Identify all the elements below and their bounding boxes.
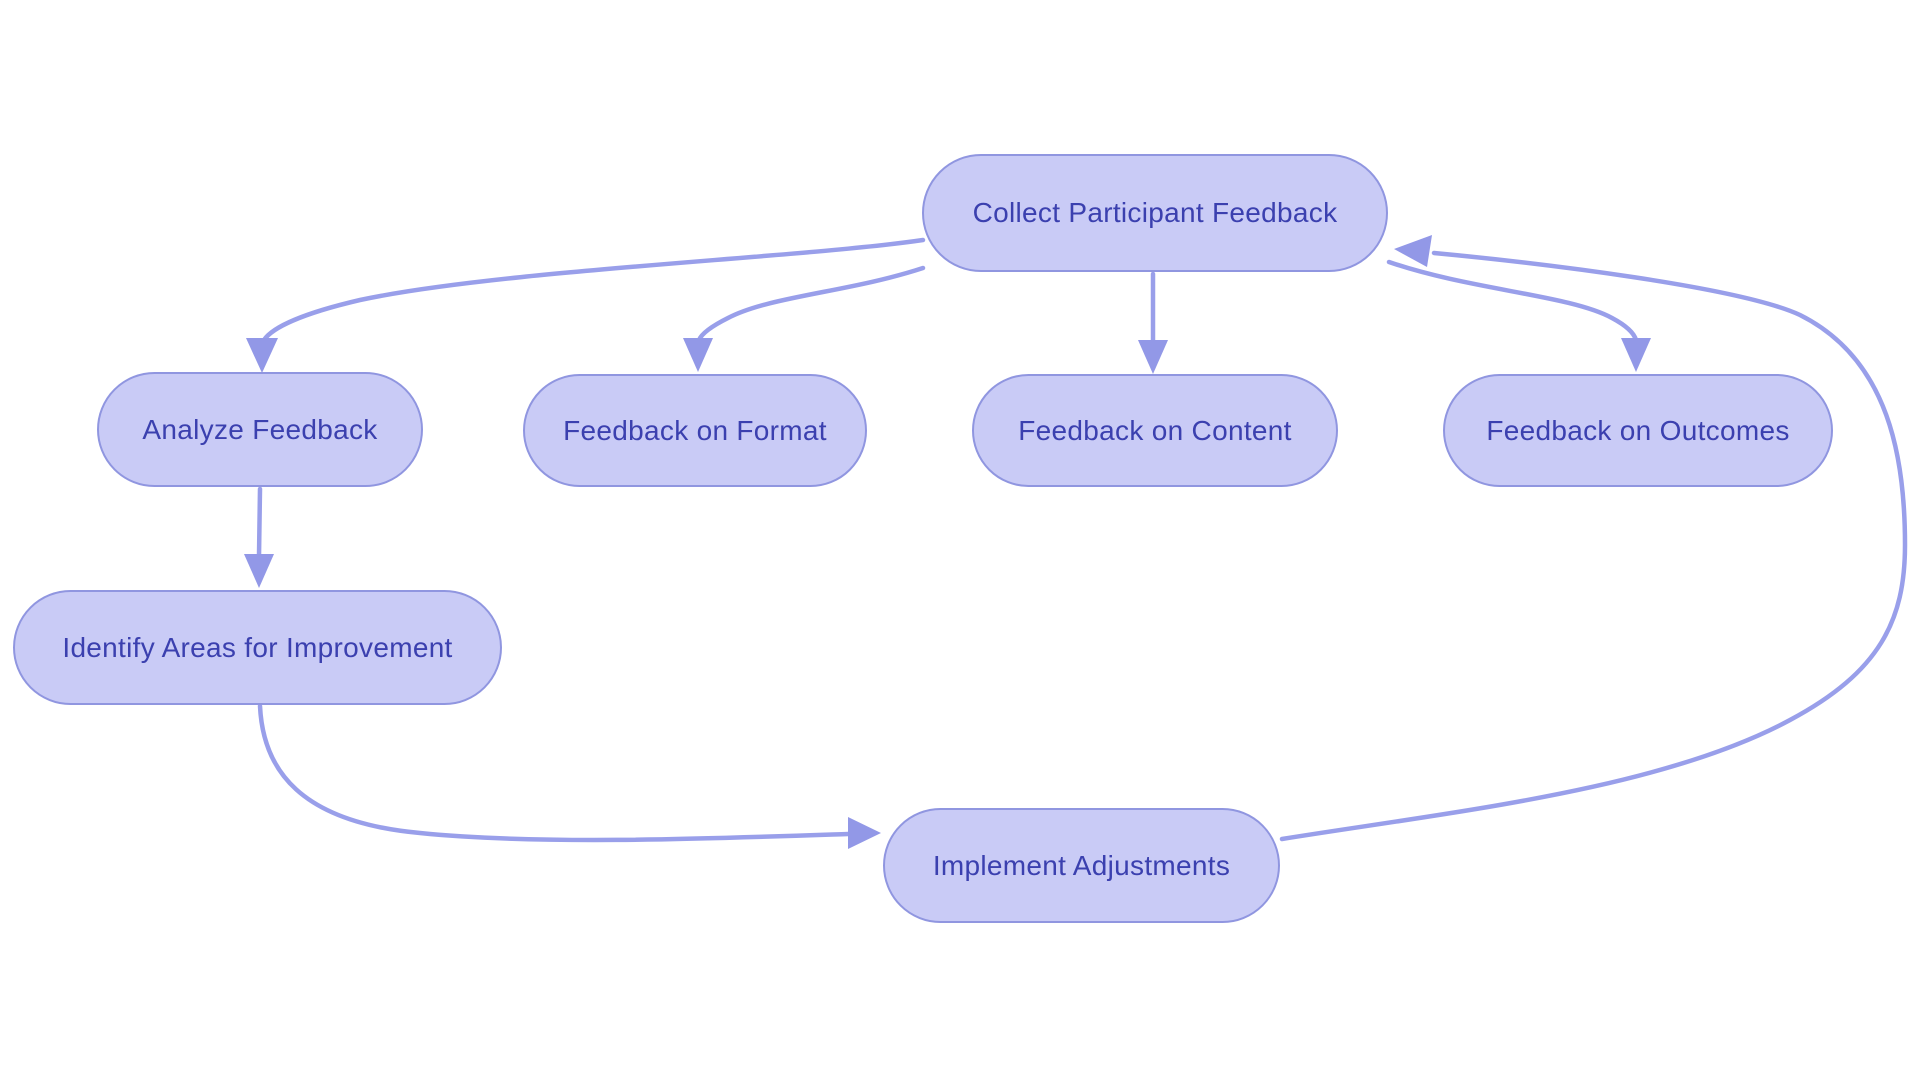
node-label: Analyze Feedback — [142, 413, 378, 445]
edge-analyze-to-identify — [244, 486, 274, 588]
edge-collect-to-outcomes — [1386, 259, 1651, 372]
edge-collect-to-content — [1138, 271, 1168, 374]
node-label: Feedback on Content — [1018, 414, 1292, 446]
node-feedback-on-format: Feedback on Format — [523, 374, 867, 487]
node-label: Feedback on Outcomes — [1486, 414, 1790, 446]
node-label: Implement Adjustments — [932, 849, 1231, 881]
edge-collect-to-analyze — [246, 237, 926, 373]
node-implement-adjustments: Implement Adjustments — [883, 808, 1280, 923]
node-identify-areas-for-improvement: Identify Areas for Improvement — [13, 590, 502, 705]
node-label: Identify Areas for Improvement — [62, 631, 453, 663]
edge-implement-to-collect — [1279, 235, 1908, 842]
node-label: Collect Participant Feedback — [972, 197, 1338, 228]
node-analyze-feedback: Analyze Feedback — [97, 372, 423, 487]
node-feedback-on-outcomes: Feedback on Outcomes — [1443, 374, 1833, 487]
node-feedback-on-content: Feedback on Content — [972, 374, 1338, 487]
node-label: Feedback on Format — [563, 414, 827, 446]
edge-identify-to-implement — [257, 703, 881, 849]
edge-collect-to-format — [683, 265, 926, 372]
node-collect-participant-feedback: Collect Participant Feedback — [922, 154, 1388, 272]
